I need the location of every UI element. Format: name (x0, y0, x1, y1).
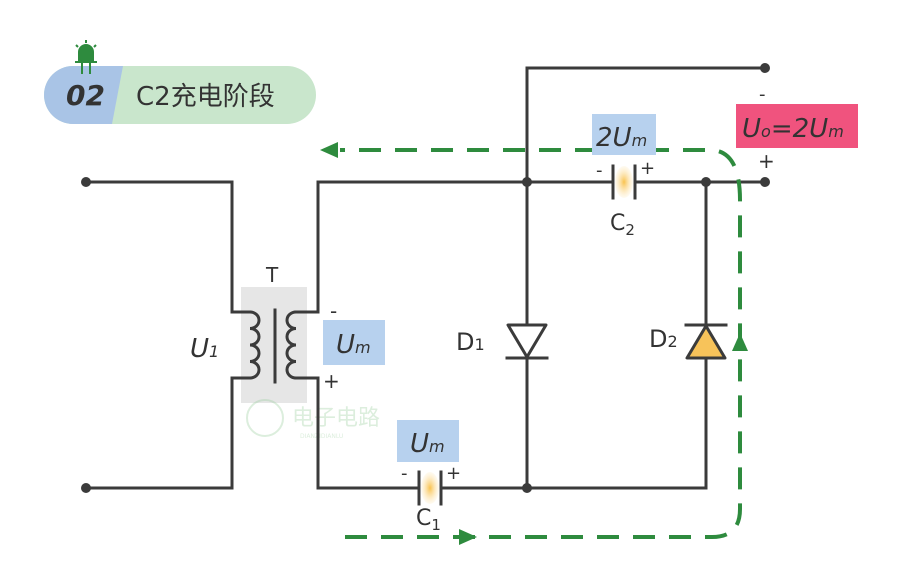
arrow-right-icon (459, 529, 477, 545)
svg-text:Um: Um (336, 330, 371, 360)
c1-label: C1 (416, 506, 441, 534)
secondary-wires (294, 180, 767, 490)
capacitor-c2 (611, 164, 637, 200)
title-number: 02 (66, 79, 105, 112)
diode-d2 (684, 323, 728, 360)
svg-text:Um: Um (410, 429, 445, 459)
current-path (320, 142, 748, 545)
arrow-up-icon (732, 333, 748, 351)
terminal-out-bottom (760, 177, 770, 187)
secondary-coil (285, 310, 298, 380)
svg-text:-: - (596, 160, 603, 181)
output-minus: - (759, 84, 766, 105)
svg-text:2Um: 2Um (596, 123, 647, 153)
secondary-voltage-box (323, 320, 385, 365)
watermark-text: 电子电路 (292, 406, 380, 431)
svg-text:+: + (446, 463, 461, 484)
svg-text:Uo=2Um: Uo=2Um (742, 114, 844, 144)
title-badge: 02 C2充电阶段 (44, 40, 316, 124)
input-voltage-label: U1 (190, 334, 219, 364)
watermark-logo: 电子电路 DIANZIDIANLU (246, 399, 380, 440)
title-text: C2充电阶段 (136, 82, 275, 112)
terminal-in-bottom (81, 483, 91, 493)
output-voltage-box (736, 104, 858, 148)
terminal-in-top (81, 177, 91, 187)
primary-wires (84, 180, 252, 490)
c2-label: C2 (610, 211, 635, 239)
output-plus: + (758, 149, 775, 173)
arrow-left-icon (320, 142, 338, 158)
svg-text:-: - (401, 463, 408, 484)
terminals (81, 63, 770, 493)
terminal-out-top (760, 63, 770, 73)
svg-text:+: + (640, 158, 655, 179)
capacitor-c1 (417, 470, 443, 506)
junction-dots (522, 177, 711, 493)
led-icon (75, 40, 97, 74)
secondary-minus: - (330, 299, 337, 323)
c1-voltage-box (397, 420, 459, 462)
d2-label: D2 (649, 325, 678, 353)
secondary-plus: + (323, 369, 340, 393)
diode-d1 (505, 323, 549, 360)
watermark-subtext: DIANZIDIANLU (300, 433, 343, 440)
d1-branch-wires (525, 66, 767, 490)
d1-label: D1 (456, 328, 485, 356)
transformer-label: T (265, 263, 279, 287)
primary-coil (248, 310, 261, 380)
c2-voltage-box (592, 114, 656, 155)
